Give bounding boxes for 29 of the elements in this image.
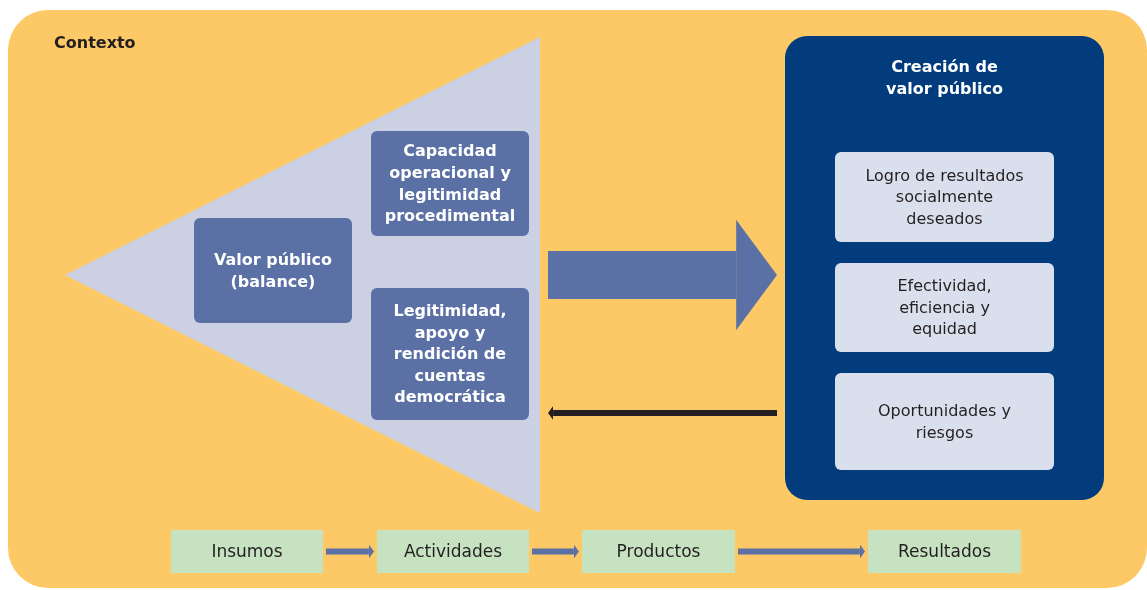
arrow bbox=[326, 544, 374, 559]
box-label: Efectividad, eficiencia y equidad bbox=[896, 275, 993, 340]
block-arrow bbox=[548, 219, 777, 331]
stage-label: Productos bbox=[616, 540, 701, 563]
result-box bbox=[835, 263, 1054, 352]
box-label: Capacidad operacional y legitimidad procedimental bbox=[383, 140, 517, 227]
stage-box bbox=[171, 530, 323, 573]
box-label: Oportunidades y riesgos bbox=[877, 399, 1012, 444]
stage-box bbox=[868, 530, 1021, 573]
stage-box bbox=[377, 530, 529, 573]
arrow bbox=[548, 406, 777, 420]
arrow bbox=[532, 544, 579, 559]
panel-heading: Creación de valor público bbox=[885, 56, 1004, 100]
context-panel bbox=[8, 10, 1147, 588]
arrow bbox=[738, 544, 865, 559]
result-box bbox=[835, 373, 1054, 470]
stage-label: Insumos bbox=[211, 540, 283, 563]
process-box bbox=[371, 131, 529, 236]
process-box bbox=[371, 288, 529, 420]
panel-heading: Contexto bbox=[54, 32, 136, 54]
stage-label: Resultados bbox=[898, 540, 991, 563]
box-label: Legitimidad, apoyo y rendición de cuentas democrática bbox=[392, 300, 508, 408]
box-label: Logro de resultados socialmente deseados bbox=[865, 164, 1024, 230]
process-box bbox=[194, 218, 352, 323]
box-label: Valor público (balance) bbox=[213, 248, 333, 293]
outcome-panel bbox=[785, 36, 1104, 500]
stage-label: Actividades bbox=[403, 540, 503, 563]
result-box bbox=[835, 152, 1054, 242]
stage-box bbox=[582, 530, 735, 573]
